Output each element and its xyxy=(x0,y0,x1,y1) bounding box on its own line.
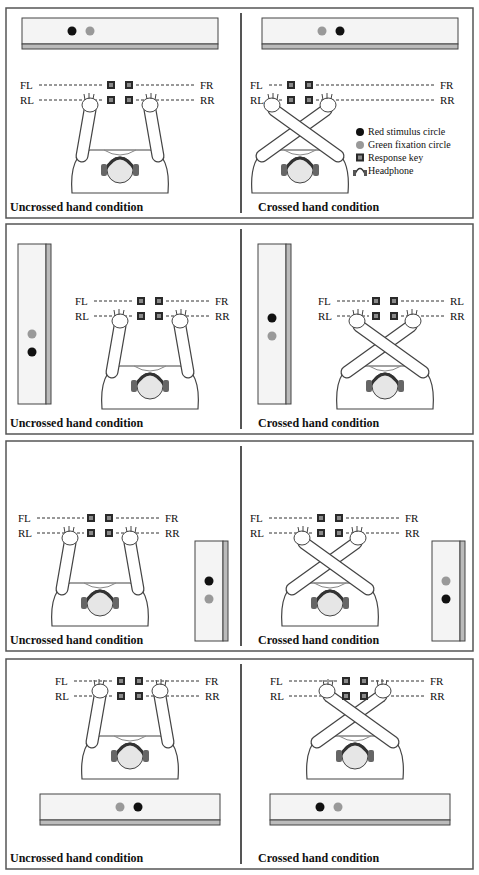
legend-spacer xyxy=(356,155,364,163)
condition-label: Crossed hand condition xyxy=(258,851,379,865)
person-uncrossed xyxy=(82,679,179,779)
legend-text: Response key xyxy=(368,152,423,163)
key-label: RL xyxy=(250,93,264,107)
key-label: FL xyxy=(20,78,33,92)
key-label: RL xyxy=(270,689,284,703)
key-label: RR xyxy=(165,526,180,540)
condition-label: Uncrossed hand condition xyxy=(10,633,143,647)
panel-divider xyxy=(240,664,242,864)
monitor xyxy=(270,794,450,825)
key-label: RL xyxy=(55,689,69,703)
monitor xyxy=(258,244,291,404)
key-label: FL xyxy=(270,674,283,688)
leader-line xyxy=(74,681,425,696)
legend-row: Green fixation circle xyxy=(356,138,451,151)
legend-text: Headphone xyxy=(368,165,414,176)
person-crossed xyxy=(252,93,349,193)
monitor xyxy=(18,244,51,404)
key-label: RL xyxy=(20,93,34,107)
legend-row: Red stimulus circle xyxy=(356,125,445,138)
person-uncrossed xyxy=(52,526,149,626)
person-crossed xyxy=(307,679,404,779)
key-label: FR xyxy=(405,511,418,525)
legend-swatch xyxy=(356,141,364,149)
key-label: RR xyxy=(405,526,420,540)
legend-text: Green fixation circle xyxy=(368,139,451,150)
legend-row: Headphone xyxy=(356,164,414,177)
key-label: RR xyxy=(205,689,220,703)
response-key xyxy=(117,677,368,700)
monitor xyxy=(40,794,220,825)
condition-label: Crossed hand condition xyxy=(258,633,379,647)
person-uncrossed xyxy=(72,93,169,193)
monitor xyxy=(195,541,228,641)
condition-label: Crossed hand condition xyxy=(258,416,379,430)
key-label: FR xyxy=(430,674,443,688)
response-key xyxy=(87,514,343,537)
panel-frame xyxy=(6,441,473,651)
legend-headphone-symbol xyxy=(353,169,367,177)
key-label: RR xyxy=(200,93,215,107)
key-label: FR xyxy=(440,78,453,92)
panel-frame xyxy=(6,224,473,434)
panel-divider xyxy=(240,446,242,646)
key-label: FL xyxy=(55,674,68,688)
key-label: RL xyxy=(75,309,89,323)
leader-line xyxy=(39,85,435,100)
key-label: FL xyxy=(18,511,31,525)
panel-frame xyxy=(6,659,473,869)
key-label: FL xyxy=(75,294,88,308)
person-uncrossed xyxy=(102,309,199,409)
legend-key-symbol xyxy=(356,154,364,162)
condition-label: Uncrossed hand condition xyxy=(10,200,143,214)
legend-swatch xyxy=(356,128,364,136)
legend-spacer xyxy=(356,168,364,176)
person-crossed xyxy=(282,526,379,626)
key-label: FR xyxy=(165,511,178,525)
panel-frame xyxy=(6,8,473,218)
key-label: RR xyxy=(450,309,465,323)
key-label: FR xyxy=(205,674,218,688)
monitor xyxy=(432,541,465,641)
key-label: RR xyxy=(215,309,230,323)
key-label: RL xyxy=(18,526,32,540)
key-label: FL xyxy=(250,511,263,525)
condition-label: Uncrossed hand condition xyxy=(10,851,143,865)
key-label: RR xyxy=(430,689,445,703)
legend-row: Response key xyxy=(356,151,423,164)
person-crossed xyxy=(337,309,434,409)
key-label: FR xyxy=(215,294,228,308)
monitor xyxy=(262,18,458,49)
response-key xyxy=(137,297,398,320)
legend-text: Red stimulus circle xyxy=(368,126,445,137)
key-label: RR xyxy=(440,93,455,107)
key-label: FL xyxy=(318,294,331,308)
key-label: FL xyxy=(250,78,263,92)
panel-divider xyxy=(240,13,242,213)
key-label: RL xyxy=(450,294,464,308)
condition-label: Crossed hand condition xyxy=(258,200,379,214)
monitor xyxy=(22,18,218,49)
panel-divider xyxy=(240,229,242,429)
key-label: RL xyxy=(250,526,264,540)
condition-label: Uncrossed hand condition xyxy=(10,416,143,430)
key-label: RL xyxy=(318,309,332,323)
key-label: FR xyxy=(200,78,213,92)
